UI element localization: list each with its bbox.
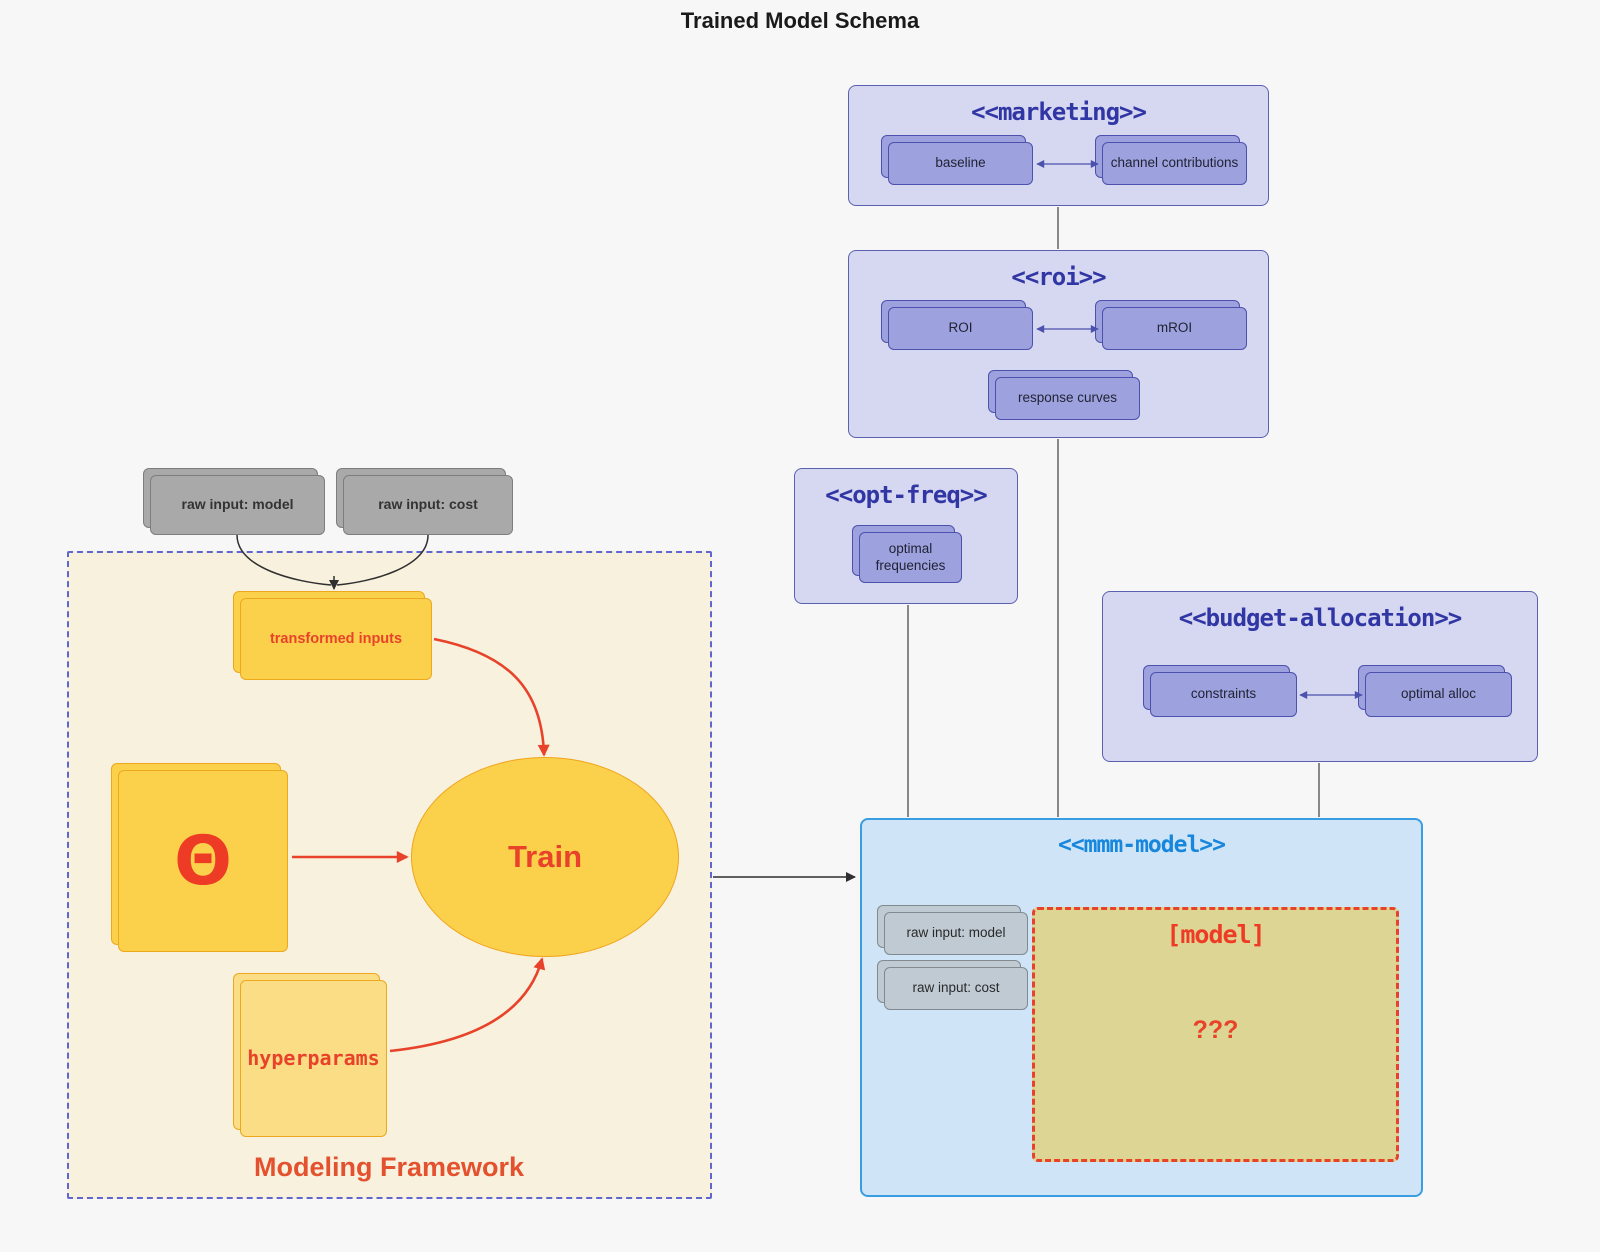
container-opt-freq-title: <<opt-freq>> — [825, 481, 987, 509]
node-response-curves: response curves — [988, 370, 1140, 420]
node-raw-input-cost-label: raw input: cost — [378, 496, 478, 513]
node-optimal-alloc: optimal alloc — [1358, 665, 1512, 717]
container-mmm-model-title: <<mmm-model>> — [1057, 832, 1226, 858]
node-hyperparams-label: hyperparams — [247, 1046, 380, 1070]
node-roi: ROI — [881, 300, 1033, 350]
node-raw-input-model-label: raw input: model — [181, 496, 294, 513]
node-baseline: baseline — [881, 135, 1033, 185]
model-box-title: [model] — [1166, 920, 1265, 949]
node-train: Train — [411, 757, 679, 957]
node-hyperparams: hyperparams — [233, 973, 387, 1137]
node-mmm-raw-input-model: raw input: model — [877, 905, 1028, 955]
model-box-question-marks: ??? — [1192, 1016, 1239, 1044]
node-raw-input-cost: raw input: cost — [336, 468, 513, 535]
node-mroi: mROI — [1095, 300, 1247, 350]
node-transformed-inputs: transformed inputs — [233, 591, 432, 680]
node-mmm-raw-input-model-label: raw input: model — [906, 925, 1006, 941]
node-roi-label: ROI — [948, 320, 973, 336]
node-raw-input-model: raw input: model — [143, 468, 325, 535]
node-constraints-label: constraints — [1190, 686, 1257, 702]
node-mroi-label: mROI — [1156, 320, 1193, 336]
node-mmm-raw-input-cost-label: raw input: cost — [912, 980, 1000, 996]
container-budget-allocation-title: <<budget-allocation>> — [1178, 604, 1462, 632]
node-train-label: Train — [507, 839, 583, 874]
node-mmm-raw-input-cost: raw input: cost — [877, 960, 1028, 1010]
model-placeholder-box: [model] ??? — [1032, 907, 1399, 1162]
page-title: Trained Model Schema — [680, 8, 920, 33]
node-transformed-inputs-label: transformed inputs — [269, 630, 403, 647]
container-marketing-title: <<marketing>> — [971, 98, 1147, 126]
node-theta: Θ — [111, 763, 288, 952]
node-optimal-frequencies: optimal frequencies — [852, 525, 962, 583]
node-constraints: constraints — [1143, 665, 1297, 717]
node-response-curves-label: response curves — [1017, 390, 1118, 406]
node-channel-contributions-label: channel contributions — [1110, 155, 1239, 171]
modeling-framework-label: Modeling Framework — [253, 1152, 525, 1182]
node-channel-contributions: channel contributions — [1095, 135, 1247, 185]
node-optimal-frequencies-label: optimal frequencies — [875, 540, 946, 573]
node-baseline-label: baseline — [935, 155, 986, 171]
container-roi-title: <<roi>> — [1011, 263, 1106, 291]
theta-symbol: Θ — [174, 821, 232, 901]
node-optimal-alloc-label: optimal alloc — [1400, 686, 1477, 702]
